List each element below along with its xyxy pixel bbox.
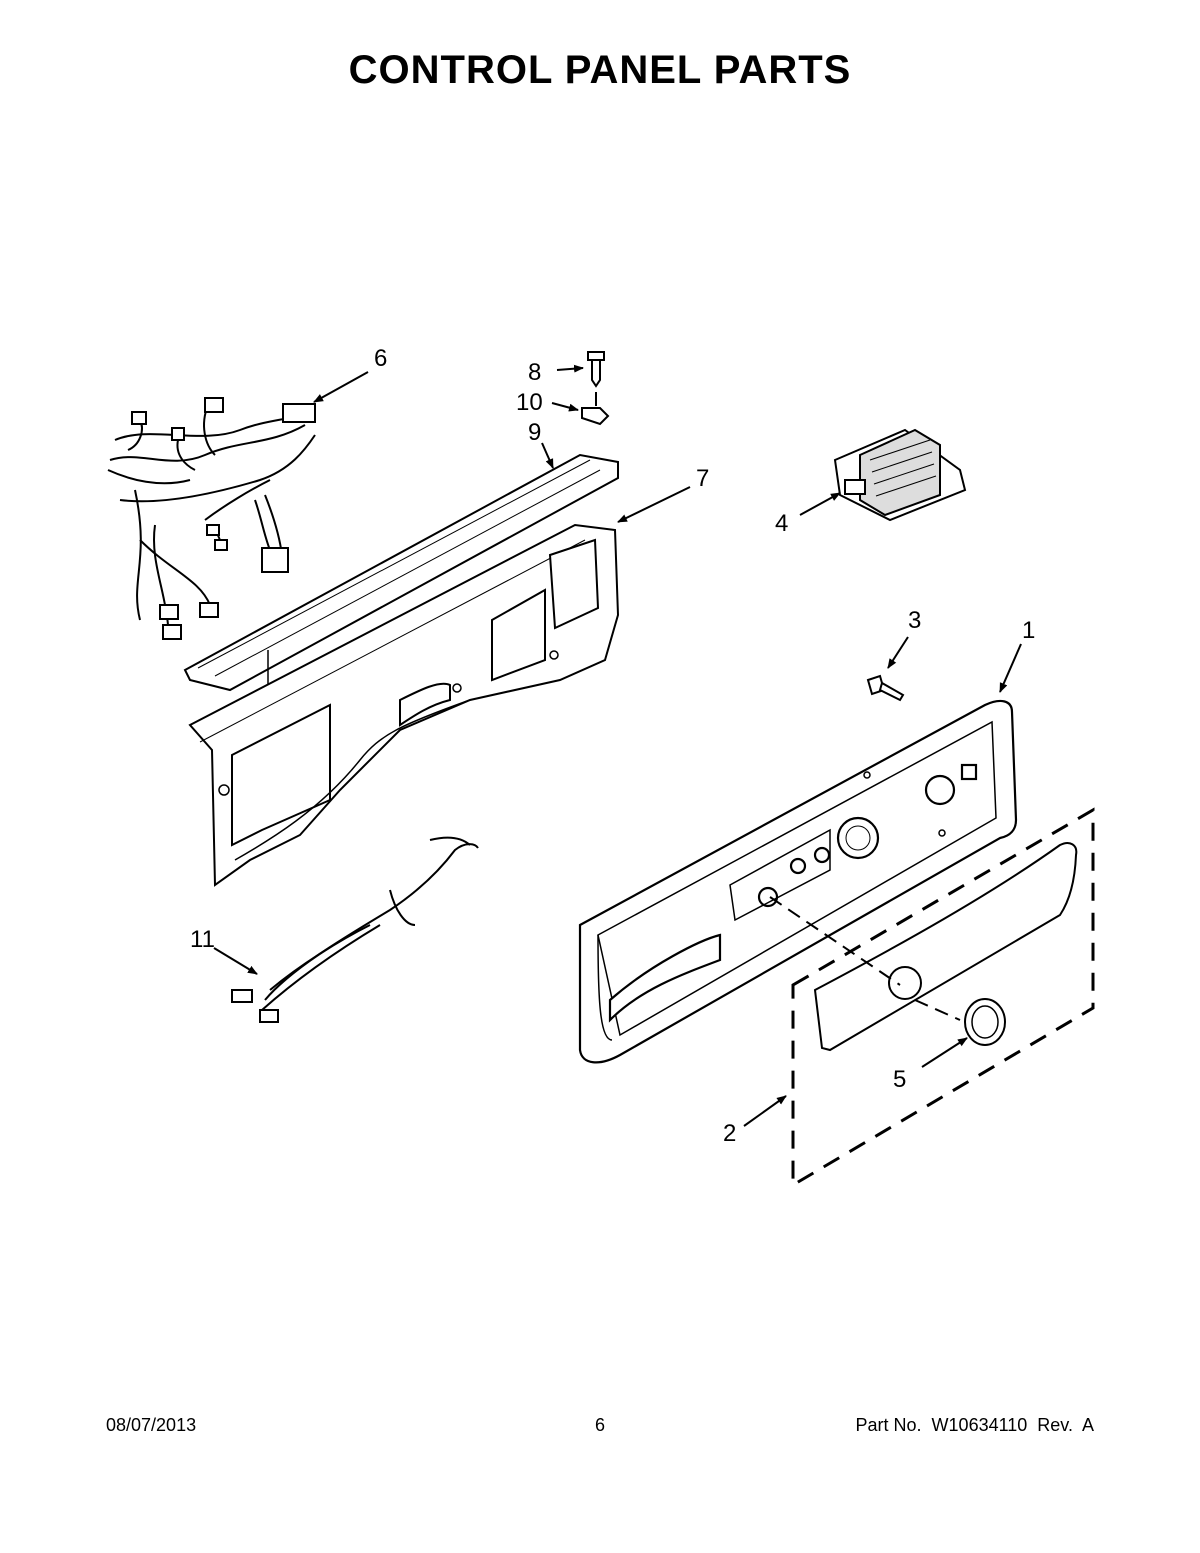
knob-part-5 [964, 998, 1006, 1046]
screw-part-8 [587, 351, 605, 406]
control-board-part-4 [833, 428, 967, 522]
page-title: CONTROL PANEL PARTS [348, 48, 852, 92]
callout-11: 11 [190, 926, 215, 953]
footer-date: 08/07/2013 [106, 1415, 197, 1435]
wire-harness-part-11 [231, 836, 479, 1023]
callout-6: 6 [374, 345, 387, 372]
callout-7: 7 [696, 465, 709, 492]
overlay-part-2 [769, 842, 1078, 1052]
wire-harness-part-6 [107, 397, 316, 640]
callout-9: 9 [528, 419, 541, 446]
callout-leaders [213, 364, 1022, 1127]
clip-part-10 [581, 407, 610, 426]
bracket-rail-part-9 [183, 453, 619, 715]
overlay-assembly-part-2 [791, 807, 1095, 1188]
callout-5: 5 [893, 1066, 906, 1093]
callout-labels: 1 2 3 4 5 6 7 8 9 10 11 [190, 345, 1035, 1147]
console-back-panel-part-7 [188, 523, 620, 887]
callout-10: 10 [516, 389, 543, 416]
callout-4: 4 [775, 510, 788, 537]
console-part-1 [578, 699, 1018, 1064]
callout-1: 1 [1022, 617, 1035, 644]
callout-2: 2 [723, 1120, 736, 1147]
screw-part-3 [866, 674, 905, 702]
callout-3: 3 [908, 607, 921, 634]
callout-8: 8 [528, 359, 541, 386]
footer-part-number: Part No. W10634110 Rev. A [855, 1415, 1094, 1435]
footer-page-number: 6 [594, 1415, 605, 1435]
